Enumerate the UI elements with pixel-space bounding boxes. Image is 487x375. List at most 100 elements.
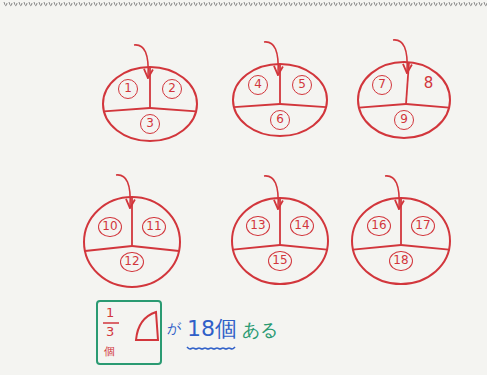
apple-outline [228, 194, 332, 288]
piece-number: 1 [118, 79, 138, 99]
spiral-loop [239, 2, 242, 6]
spiral-loop [214, 2, 217, 6]
spiral-loop [294, 2, 297, 6]
spiral-loop [274, 2, 277, 6]
spiral-loop [339, 2, 342, 6]
spiral-loop [374, 2, 377, 6]
spiral-loop [149, 2, 152, 6]
spiral-loop [219, 2, 222, 6]
spiral-loop [449, 2, 452, 6]
spiral-loop [279, 2, 282, 6]
spiral-loop [39, 2, 42, 6]
spiral-loop [104, 2, 107, 6]
spiral-loop [204, 2, 207, 6]
spiral-loop [44, 2, 47, 6]
spiral-loop [309, 2, 312, 6]
spiral-loop [394, 2, 397, 6]
fraction-box: 1 3 個 [96, 300, 162, 365]
spiral-loop [389, 2, 392, 6]
cut-line [353, 245, 401, 250]
apple-outline [229, 60, 331, 140]
stem-arrows [116, 40, 407, 208]
spiral-loop [164, 2, 167, 6]
spiral-loop [254, 2, 257, 6]
fraction-bar [103, 322, 119, 324]
apple-shape [233, 64, 327, 136]
spiral-loop [89, 2, 92, 6]
spiral-loop [329, 2, 332, 6]
piece-number: 7 [372, 75, 392, 95]
apple-circle: 123 [99, 63, 201, 145]
spiral-loop [364, 2, 367, 6]
apple-shape [84, 197, 180, 287]
spiral-loop [84, 2, 87, 6]
spiral-loop [344, 2, 347, 6]
apple-circle: 456 [229, 60, 331, 140]
stem-arrow [116, 175, 130, 207]
spiral-loop [319, 2, 322, 6]
spiral-loop [99, 2, 102, 6]
spiral-loop [299, 2, 302, 6]
stem-arrow [385, 176, 399, 208]
spiral-loop [64, 2, 67, 6]
spiral-loop [229, 2, 232, 6]
piece-number: 5 [292, 75, 312, 95]
piece-number: 4 [248, 75, 268, 95]
cut-line [280, 245, 327, 250]
spiral-loop [429, 2, 432, 6]
cut-line [279, 198, 281, 245]
apple-outline [80, 193, 184, 291]
spiral-loop [74, 2, 77, 6]
spiral-loop [304, 2, 307, 6]
fraction-digit: 1 [106, 305, 114, 320]
spiral-loop [194, 2, 197, 6]
apple-shape [352, 198, 450, 284]
apple-shape [232, 198, 328, 284]
piece-number: 18 [389, 251, 412, 271]
spiral-loop [269, 2, 272, 6]
spiral-loop [259, 2, 262, 6]
cut-line [406, 62, 409, 104]
spiral-loop [474, 2, 477, 6]
cut-line [150, 108, 196, 111]
cut-line [132, 246, 179, 251]
piece-number: 16 [367, 216, 390, 236]
cut-line [85, 246, 132, 251]
spiral-loop [174, 2, 177, 6]
cut-line [406, 104, 449, 108]
spiral-loop [289, 2, 292, 6]
piece-number: 3 [140, 114, 160, 134]
cut-line [401, 245, 449, 250]
spiral-loop [144, 2, 147, 6]
spiral-loop [469, 2, 472, 6]
apple-circle: 16 17 18 [348, 194, 454, 288]
spiral-loop [264, 2, 267, 6]
spiral-loop [424, 2, 427, 6]
spiral-loop [369, 2, 372, 6]
spiral-loop [69, 2, 72, 6]
spiral-loop [234, 2, 237, 6]
stem-arrow [393, 40, 407, 72]
spiral-loop [484, 2, 487, 6]
spiral-loop [94, 2, 97, 6]
spiral-loop [244, 2, 247, 6]
spiral-loop [454, 2, 457, 6]
note-text: が [167, 320, 181, 338]
spiral-loop [349, 2, 352, 6]
apple-circle: 131415 [228, 194, 332, 288]
cut-line [280, 104, 326, 107]
piece-number: 17 [411, 216, 434, 236]
fraction-digit: 3 [106, 324, 114, 339]
cut-line [359, 104, 406, 108]
piece-number: 14 [290, 216, 313, 236]
spiral-loop [169, 2, 172, 6]
unit-text: 個 [104, 344, 115, 359]
spiral-loop [179, 2, 182, 6]
spiral-loop [34, 2, 37, 6]
piece-number: 12 [120, 252, 143, 272]
spiral-loop [404, 2, 407, 6]
spiral-loop [459, 2, 462, 6]
stem-arrow [264, 42, 278, 74]
spiral-loop [249, 2, 252, 6]
